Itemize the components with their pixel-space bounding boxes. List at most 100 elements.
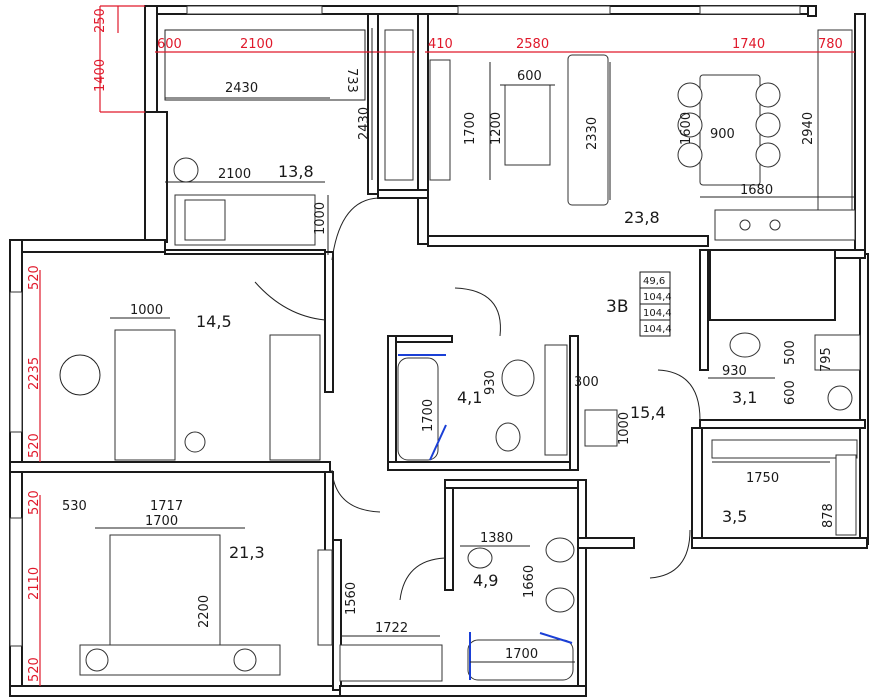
dim-2430-h: 2430 [225,81,258,96]
red-dimensions [39,5,855,686]
tv-unit [429,59,451,181]
wc-left-wall [699,249,709,371]
red-label-780: 780 [818,37,843,52]
storage-left-wall [691,427,703,549]
wall-ml-right [324,251,334,393]
wc-bottom-wall [699,419,866,429]
dim-2940: 2940 [801,112,816,145]
coffee-table [504,84,551,166]
nightstand-bl-2 [233,648,257,672]
dim-1660: 1660 [522,565,537,598]
dim-1680: 1680 [740,183,773,198]
door-bedroom-ml [254,281,326,321]
legend-area-1: 49,6 [643,276,665,287]
area-bedroom-top-left: 13,8 [278,162,314,181]
bath-bottom-wall [387,461,579,471]
left-wall-top [144,5,158,115]
red-label-520-a: 520 [27,265,42,290]
dim-2100: 2100 [218,167,251,182]
toilet-bottom [467,547,493,569]
dim-930-bath: 930 [483,370,498,395]
chair-6 [755,142,781,168]
red-label-2100: 2100 [240,37,273,52]
sofa [567,54,609,206]
left-wall-step [144,111,168,243]
black-dim-labels: 2430 733 2430 2100 1000 600 1700 1200 23… [62,68,836,662]
wardrobe-closet [384,29,414,181]
bath2-top-wall [444,479,581,489]
dim-1700-bed: 1700 [145,514,178,529]
bed-ml [114,329,176,461]
top-right-corner [807,5,817,17]
window-top-2 [457,5,611,15]
dim-1000-tl: 1000 [313,202,328,235]
bath-top-wall [395,335,453,343]
black-dimensions [95,28,855,663]
room-areas: 13,8 23,8 14,5 21,3 15,4 4,1 4,9 3,1 3,5 [196,162,757,590]
red-label-250: 250 [93,8,108,33]
kitchen-counter-bottom [714,209,856,241]
apartment-legend: 3В 49,6 104,4 104,4 104,4 [606,271,672,337]
windows [9,5,801,647]
red-label-1740: 1740 [732,37,765,52]
dim-1717: 1717 [150,499,183,514]
furniture [59,29,861,682]
legend-area-4: 104,4 [643,324,672,335]
red-dim-labels: 250 1400 600 2100 410 2580 1740 780 520 … [27,8,843,682]
area-bedroom-middle-left: 14,5 [196,312,232,331]
dim-600-wc: 600 [783,380,798,405]
blue-edge-4 [539,632,573,644]
window-left-1 [9,291,23,433]
toilet-center [495,422,521,452]
storage-shelf-top [711,439,858,459]
right-wall-lower [859,253,869,545]
area-storage-right: 3,5 [722,507,747,526]
right-wall-upper [854,13,866,255]
dim-795: 795 [819,347,834,372]
nightstand-bl-1 [85,648,109,672]
dim-2330: 2330 [585,117,600,150]
wall-ml-top [9,239,166,253]
red-label-520-c: 520 [27,490,42,515]
stove-burner-2 [769,219,781,231]
hall-bench [584,409,618,447]
dim-1000-hall: 1000 [617,412,632,445]
red-label-600: 600 [157,37,182,52]
apartment-type: 3В [606,297,628,317]
sink-bottom-1 [545,537,575,563]
wardrobe-bl [339,644,443,682]
dim-1560: 1560 [344,582,359,615]
chair-5 [755,112,781,138]
stove-burner [739,219,751,231]
storage-bottom-wall [691,537,868,549]
dim-1700-tub: 1700 [505,647,538,662]
nightstand-tl [184,199,226,241]
toilet-wc [827,385,853,411]
blue-edge-2 [429,424,447,461]
doors [254,197,701,601]
wall-closet-left [367,13,379,195]
dim-1700: 1700 [463,112,478,145]
bathtub-center [397,357,439,461]
hall-bottom-wall [577,537,635,549]
red-label-2580: 2580 [516,37,549,52]
bath-left-wall [387,335,397,471]
storage-shelf-right [835,454,857,536]
shelf-bl [317,549,333,646]
door-bedroom-bl [331,469,381,513]
desk-tl [164,29,366,101]
wall-between-bedrooms [9,461,331,473]
dim-1000-ml: 1000 [130,303,163,318]
area-bathroom-bottom: 4,9 [473,571,498,590]
legend-area-3: 104,4 [643,308,672,319]
bath2-right-wall [577,479,587,696]
dim-930-wc: 930 [722,364,747,379]
area-wc-right: 3,1 [732,388,757,407]
dim-1700-bath: 1700 [421,399,436,432]
door-wc [657,369,701,421]
sink-wc [729,332,761,358]
kitchen-counter-block [709,249,836,321]
dim-500: 500 [783,340,798,365]
red-label-2235: 2235 [27,357,42,390]
dim-1600: 1600 [679,112,694,145]
